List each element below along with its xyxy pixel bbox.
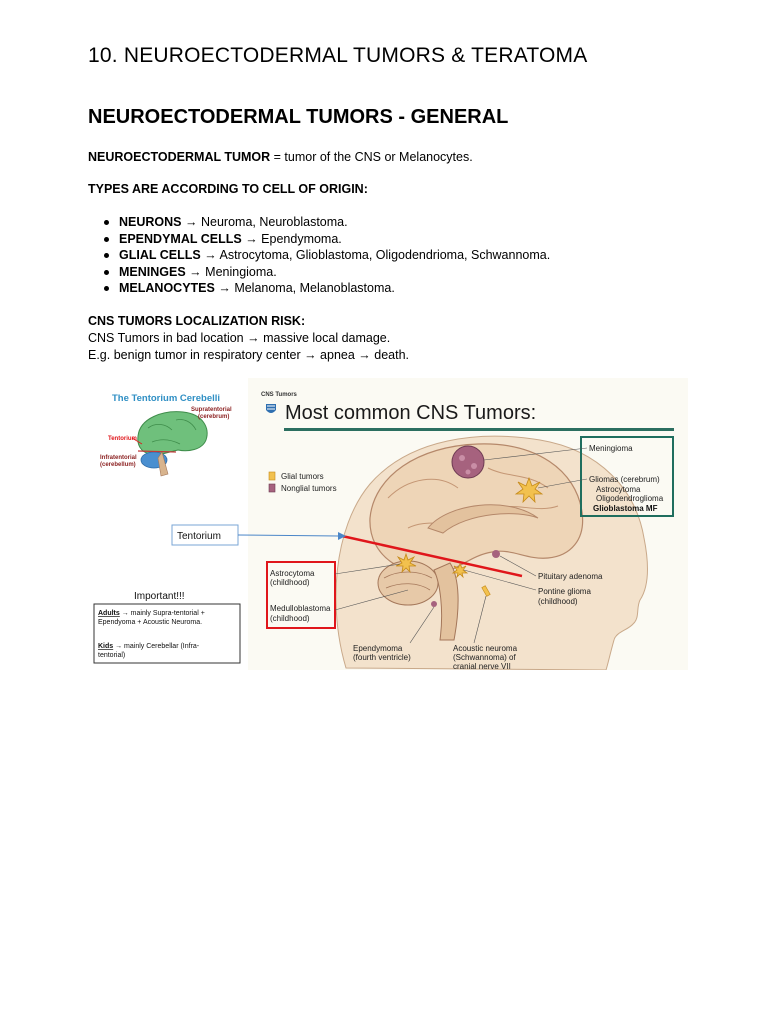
note-kids-text-1: → mainly Cerebellar (Infra- [113, 643, 200, 650]
list-item: NEURONS → Neuroma, Neuroblastoma. [103, 214, 550, 231]
arrow-icon: → [218, 281, 231, 296]
corpus-callosum [427, 504, 539, 534]
section-heading: NEUROECTODERMAL TUMORS - GENERAL [88, 106, 509, 128]
child-astrocytoma-label: Astrocytoma [270, 569, 315, 578]
university-logo-icon [266, 404, 276, 413]
localization-line-1: CNS Tumors in bad location → massive loc… [88, 331, 391, 345]
meningioma-tumor [451, 445, 485, 479]
inset-title: The Tentorium Cerebelli [112, 393, 220, 404]
localization-heading: CNS TUMORS LOCALIZATION RISK: [88, 314, 306, 328]
gliomas-label: Gliomas (cerebrum) [589, 475, 660, 484]
legend-glial-swatch [268, 471, 276, 481]
note-kids-label: Kids [98, 643, 113, 650]
inset-brain-illustration [137, 411, 208, 477]
list-item: MELANOCYTES → Melanoma, Melanoblastoma. [103, 280, 550, 297]
title-rule [284, 428, 674, 431]
list-item: GLIAL CELLS → Astrocytoma, Glioblastoma,… [103, 247, 551, 264]
child-medulloblastoma-sub: (childhood) [270, 614, 310, 623]
type-label: MENINGES [119, 264, 186, 279]
arrow-icon: → [185, 215, 198, 229]
important-note-box [93, 603, 241, 664]
note-kids-line-2: tentorial) [98, 652, 125, 659]
list-item: EPENDYMAL CELLS → Ependymoma. [103, 231, 550, 248]
note-kids-line-1: Kids → mainly Cerebellar (Infra- [98, 643, 200, 650]
type-examples: Astrocytoma, Glioblastoma, Oligodendriom… [219, 248, 551, 263]
child-astro-leader [334, 563, 401, 575]
ependymoma-tumor [431, 601, 437, 607]
type-label: MELANOCYTES [119, 281, 215, 296]
pontine-glioma-sub: (childhood) [538, 597, 578, 606]
childhood-tumors-box [266, 561, 336, 629]
astrocytoma-childhood-star-icon [395, 552, 417, 574]
inset-tentorium-leader [131, 437, 143, 445]
figure-source: CNS Tumors [261, 392, 298, 398]
type-label: NEURONS [119, 215, 182, 229]
arrow-icon: → [245, 231, 258, 246]
acoustic-neuroma-tumor [481, 585, 491, 597]
pontine-glioma-label: Pontine glioma [538, 587, 591, 596]
cns-tumors-figure: CNS Tumors Most common CNS Tumors: Glial… [88, 378, 688, 670]
type-examples: Neuroma, Neuroblastoma. [200, 215, 348, 229]
pontine-leader [463, 569, 537, 591]
types-heading: TYPES ARE ACCORDING TO CELL OF ORIGIN: [88, 182, 368, 196]
note-adults-line-1: Adults → mainly Supra-tentorial + [98, 610, 205, 617]
localization-line-2: E.g. benign tumor in respiratory center … [88, 348, 410, 362]
child-astrocytoma-sub: (childhood) [270, 578, 310, 587]
page-title: 10. NEUROECTODERMAL TUMORS & TERATOMA [88, 44, 588, 67]
acoustic-neuroma-sub2: cranial nerve VII [453, 662, 511, 670]
arrow-icon: → [189, 264, 202, 279]
note-adults-text-1: → mainly Supra-tentorial + [120, 610, 205, 617]
arrow-icon: → [204, 248, 217, 263]
legend-nonglial-label: Nonglial tumors [281, 484, 337, 493]
inset-infratentorial-label: Infratentorial [100, 455, 137, 461]
note-adults-line-2: Ependyoma + Acoustic Neuroma. [98, 619, 202, 626]
inset-infratentorial-sub: (cerebellum) [100, 462, 136, 468]
ependymoma-leader [409, 606, 435, 644]
important-label: Important!!! [134, 591, 185, 602]
glioma-leader [537, 478, 588, 489]
astrocytoma-label: Astrocytoma [596, 485, 641, 494]
tentorium-red-line [341, 534, 523, 578]
acoustic-leader [473, 595, 487, 644]
type-label: GLIAL CELLS [119, 248, 201, 263]
glioma-highlight-box [580, 436, 674, 517]
types-list: NEURONS → Neuroma, Neuroblastoma. EPENDY… [103, 214, 551, 297]
inset-tentorium-label: Tentorium [108, 436, 137, 442]
brainstem-shape [433, 562, 459, 641]
glioblastoma-label: Glioblastoma MF [593, 504, 658, 513]
definition-text: = tumor of the CNS or Melanocytes. [270, 150, 473, 164]
definition-paragraph: NEUROECTODERMAL TUMOR = tumor of the CNS… [88, 149, 473, 166]
glioma-star-icon [514, 476, 544, 504]
pituitary-adenoma-tumor [492, 550, 500, 558]
tentorium-callout-arrow [237, 534, 339, 537]
ependymoma-label: Ependymoma [353, 644, 403, 653]
meningioma-label: Meningioma [589, 444, 633, 453]
acoustic-neuroma-sub: (Schwannoma) of [453, 653, 516, 662]
child-medullo-leader [334, 589, 409, 611]
arrow-head-icon [338, 532, 346, 540]
cerebellum-folia [383, 571, 433, 591]
type-examples: Meningioma. [205, 264, 277, 279]
ependymoma-sub: (fourth ventricle) [353, 653, 411, 662]
meningioma-leader [483, 447, 588, 461]
legend-nonglial-swatch [268, 483, 276, 493]
pituitary-leader [499, 555, 537, 577]
pituitary-adenoma-label: Pituitary adenoma [538, 572, 603, 581]
legend-glial-label: Glial tumors [281, 472, 324, 481]
child-medulloblastoma-label: Medulloblastoma [270, 604, 331, 613]
inset-supratentorial-label: Supratentorial [191, 407, 232, 413]
pontine-glioma-star-icon [451, 563, 469, 579]
oligodendroglioma-label: Oligodendroglioma [596, 494, 664, 503]
type-examples: Ependymoma. [261, 231, 342, 246]
definition-term: NEUROECTODERMAL TUMOR [88, 150, 271, 164]
type-examples: Melanoma, Melanoblastoma. [234, 281, 395, 296]
acoustic-neuroma-label: Acoustic neuroma [453, 644, 518, 653]
figure-main-title: Most common CNS Tumors: [285, 402, 536, 424]
inset-supratentorial-sub: (cerebrum) [198, 414, 229, 420]
type-label: EPENDYMAL CELLS [119, 231, 242, 246]
note-adults-label: Adults [98, 610, 120, 617]
tentorium-callout-label: Tentorium [177, 531, 221, 542]
list-item: MENINGES → Meningioma. [103, 264, 550, 281]
